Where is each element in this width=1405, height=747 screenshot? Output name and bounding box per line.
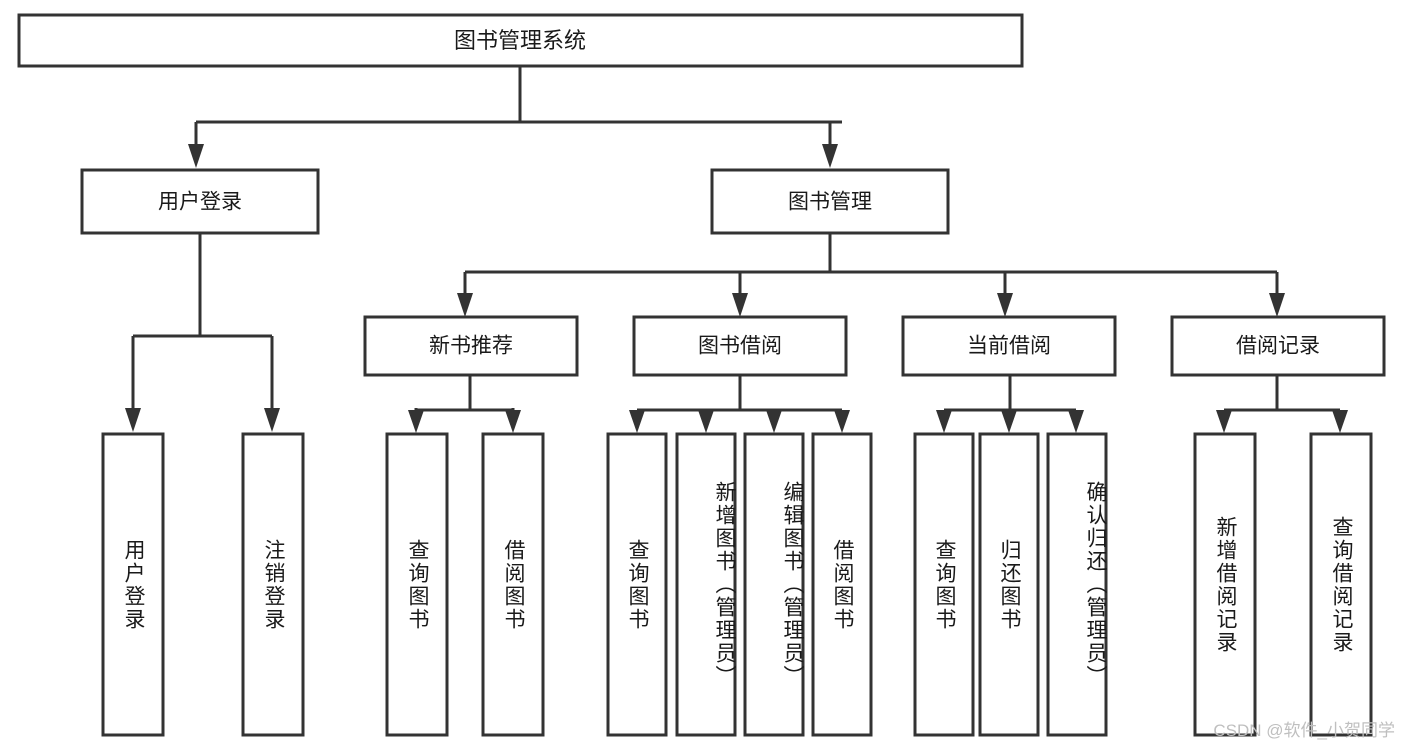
node-leaf-current-borrow-3-box[interactable]	[1046, 432, 1108, 737]
arrow-to-book-borrow	[732, 293, 748, 317]
arrow-leaf-book-borrow-4	[834, 410, 850, 433]
arrow-leaf-book-borrow-3	[766, 410, 782, 433]
node-layer: 图书管理系统 用户登录 图书管理 新书推荐 图书借阅 当前借阅 借阅记录	[17, 13, 1386, 737]
node-leaf-book-borrow-1-box[interactable]	[606, 432, 668, 737]
arrow-leaf-borrow-record-1	[1216, 410, 1232, 433]
node-borrow-record-box[interactable]	[1170, 315, 1386, 377]
node-leaf-user-login-2-box[interactable]	[241, 432, 305, 737]
node-book-borrow-label: 图书借阅	[698, 335, 782, 358]
node-root-label: 图书管理系统	[454, 28, 586, 53]
arrow-leaf-user-login-1	[125, 408, 141, 432]
arrow-leaf-new-book-2	[505, 410, 521, 433]
node-book-manage-label: 图书管理	[788, 191, 872, 214]
node-user-login-box[interactable]	[80, 168, 320, 235]
arrow-to-user-login	[188, 144, 204, 168]
node-leaf-new-book-1-box[interactable]	[385, 432, 449, 737]
arrow-leaf-book-borrow-1	[629, 410, 645, 433]
node-leaf-current-borrow-2-box[interactable]	[978, 432, 1040, 737]
connector-layer	[125, 66, 1348, 433]
arrow-to-current-borrow	[997, 293, 1013, 317]
node-book-borrow-box[interactable]	[632, 315, 848, 377]
arrow-leaf-book-borrow-2	[698, 410, 714, 433]
node-leaf-new-book-2-box[interactable]	[481, 432, 545, 737]
arrow-to-new-book	[457, 293, 473, 317]
arrow-leaf-current-borrow-1	[936, 410, 952, 433]
arrow-leaf-current-borrow-2	[1001, 410, 1017, 433]
node-current-borrow-label: 当前借阅	[967, 335, 1051, 358]
node-book-manage-box[interactable]	[710, 168, 950, 235]
watermark-label: CSDN @软件_小贺同学	[1213, 721, 1395, 740]
arrow-to-borrow-record	[1269, 293, 1285, 317]
node-borrow-record-label: 借阅记录	[1236, 335, 1320, 358]
node-new-book-label: 新书推荐	[429, 335, 513, 358]
node-leaf-book-borrow-3-box[interactable]	[743, 432, 805, 737]
node-leaf-borrow-record-2-box[interactable]	[1309, 432, 1373, 737]
node-leaf-current-borrow-1-box[interactable]	[913, 432, 975, 737]
node-leaf-borrow-record-1-box[interactable]	[1193, 432, 1257, 737]
arrow-leaf-borrow-record-2	[1332, 410, 1348, 433]
arrow-leaf-new-book-1	[408, 410, 424, 433]
arrow-to-book-manage	[822, 144, 838, 168]
node-leaf-book-borrow-2-box[interactable]	[675, 432, 737, 737]
arrow-leaf-user-login-2	[264, 408, 280, 432]
node-current-borrow-box[interactable]	[901, 315, 1117, 377]
node-new-book-box[interactable]	[363, 315, 579, 377]
arrow-leaf-current-borrow-3	[1068, 410, 1084, 433]
node-leaf-book-borrow-4-box[interactable]	[811, 432, 873, 737]
node-leaf-user-login-1-box[interactable]	[101, 432, 165, 737]
node-root-box[interactable]	[17, 13, 1024, 68]
node-user-login-label: 用户登录	[158, 191, 242, 214]
